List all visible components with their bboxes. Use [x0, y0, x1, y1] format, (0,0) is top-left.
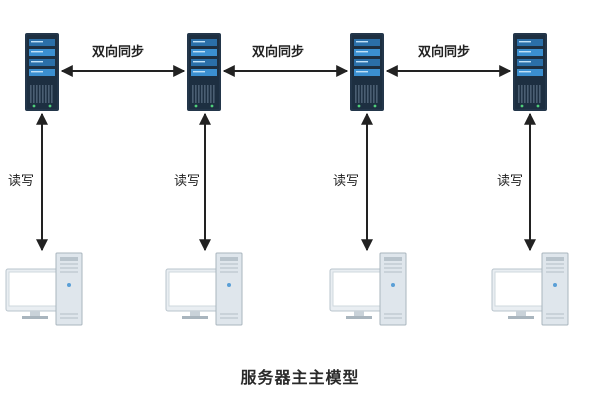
- server-rack-icon: [513, 33, 547, 111]
- desktop-computer-icon: [329, 252, 407, 326]
- read-write-label: 读写: [174, 174, 200, 189]
- desktop-computer-icon: [491, 252, 569, 326]
- sync-label: 双向同步: [92, 44, 144, 60]
- server-rack-icon: [350, 33, 384, 111]
- desktop-computer-icon: [165, 252, 243, 326]
- server-rack-icon: [25, 33, 59, 111]
- diagram-caption: 服务器主主模型: [240, 368, 360, 387]
- server-rack-icon: [187, 33, 221, 111]
- sync-label: 双向同步: [418, 44, 470, 60]
- read-write-label: 读写: [497, 174, 523, 189]
- desktop-computer-icon: [5, 252, 83, 326]
- sync-label: 双向同步: [252, 44, 304, 60]
- read-write-label: 读写: [333, 174, 359, 189]
- read-write-label: 读写: [8, 174, 34, 189]
